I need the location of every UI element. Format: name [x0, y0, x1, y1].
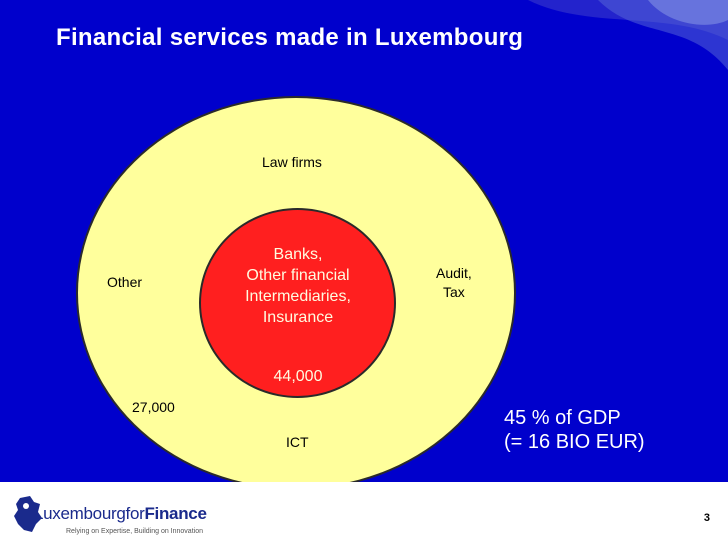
core-count: 44,000 — [273, 368, 323, 385]
core-label: Banks, Other financial Intermediaries, I… — [222, 244, 374, 328]
label-tax: Tax — [443, 284, 465, 300]
gdp-share: 45 % of GDP — [504, 407, 621, 429]
core-label-intermediaries: Intermediaries, — [245, 288, 351, 305]
logo-text-finance: Finance — [144, 504, 207, 523]
logo-text-lux: Lux — [34, 504, 61, 523]
core-label-insurance: Insurance — [262, 309, 334, 326]
logo-tagline: Relying on Expertise, Building on Innova… — [66, 528, 203, 535]
logo-map-icon — [14, 496, 42, 532]
label-ict: ICT — [286, 434, 309, 450]
label-law-firms: Law firms — [262, 154, 322, 170]
core-label-banks: Banks, — [273, 246, 323, 263]
page-number: 3 — [703, 512, 710, 524]
core-label-other-financial: Other financial — [246, 267, 350, 284]
label-audit: Audit, — [436, 265, 472, 281]
gdp-note: 45 % of GDP (= 16 BIO EUR) — [504, 406, 645, 454]
footer: LuxembourgforFinance Relying on Expertis… — [0, 482, 728, 546]
label-audit-tax: Audit, Tax — [436, 264, 472, 302]
decorative-swirl-graphic — [528, 0, 728, 70]
logo-text-embourg: embourg — [60, 504, 126, 523]
label-other: Other — [107, 274, 143, 290]
label-outer-count: 27,000 — [132, 399, 175, 415]
slide-title: Financial services made in Luxembourg — [56, 24, 524, 51]
logo-wordmark: LuxembourgforFinance — [34, 504, 207, 524]
gdp-amount: (= 16 BIO EUR) — [504, 431, 645, 453]
inner-circle-core-financial — [199, 208, 396, 398]
logo-text-for: for — [125, 504, 145, 523]
